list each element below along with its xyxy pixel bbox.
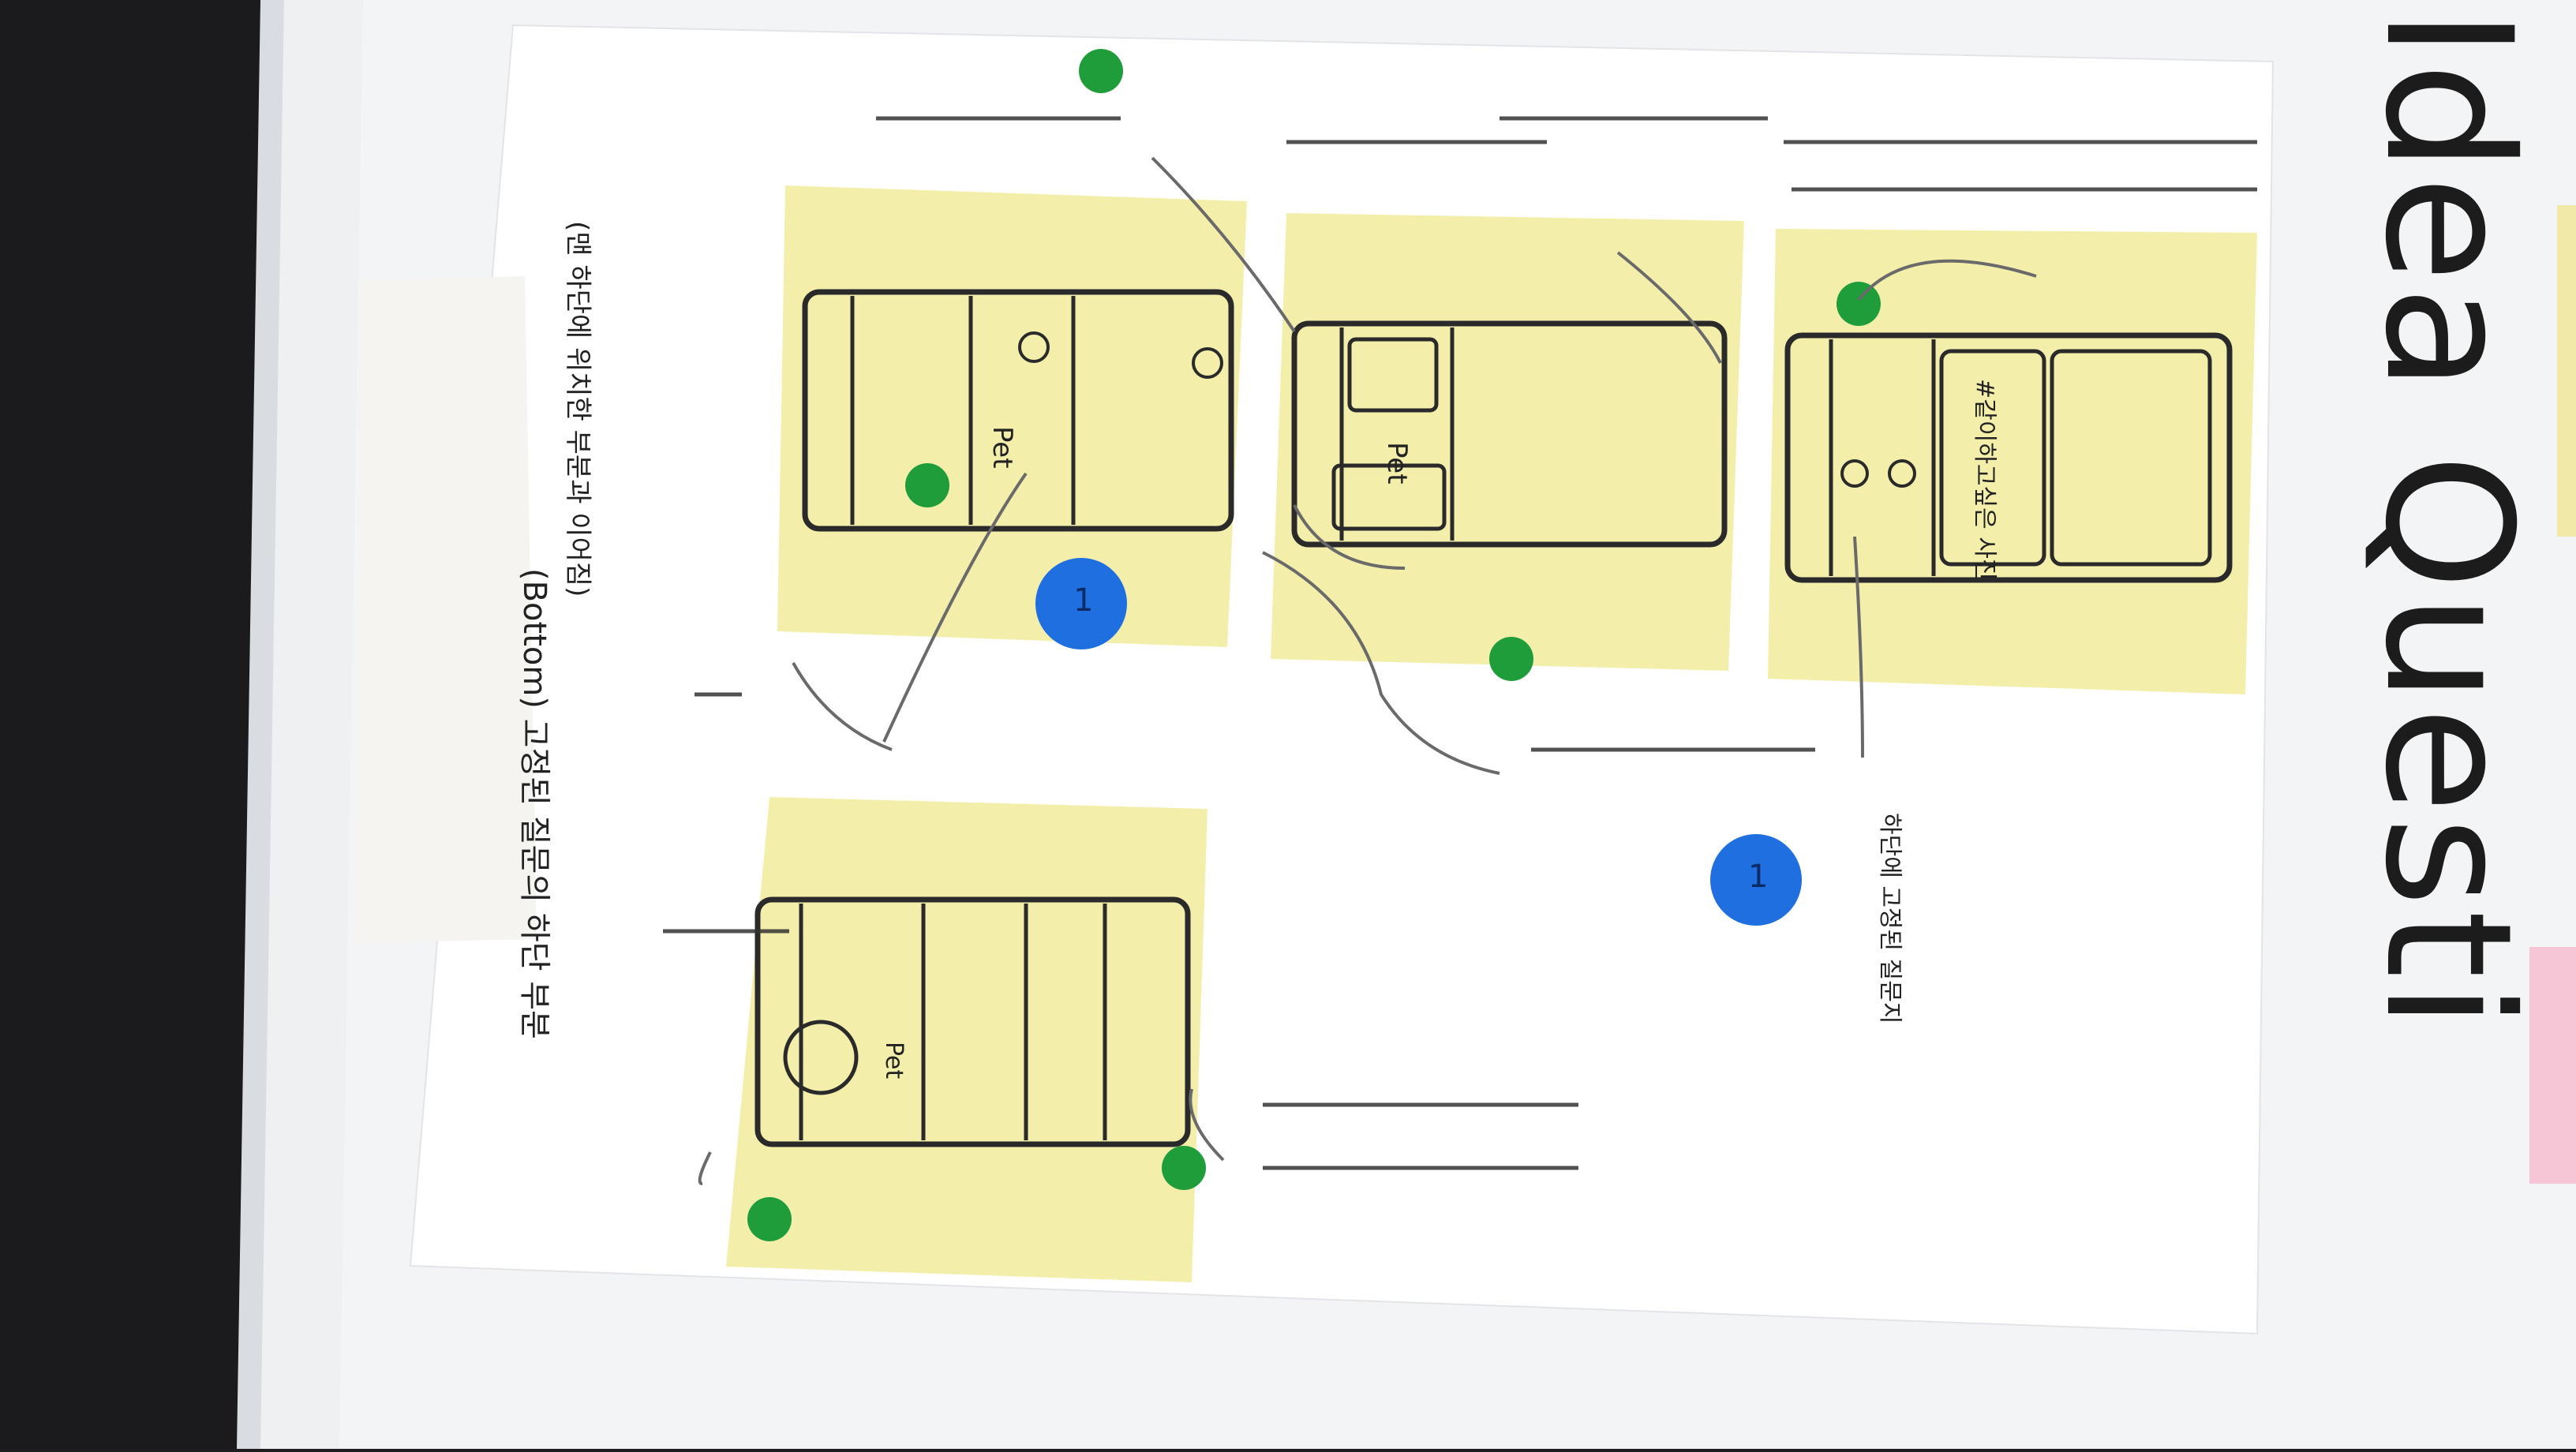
green-dot <box>747 1197 792 1241</box>
blue-dot <box>1710 834 1802 926</box>
green-dot <box>1837 282 1881 326</box>
board-heading: Idea Questi <box>2347 8 2549 1033</box>
sticky-note-1 <box>1768 229 2257 694</box>
vote-count: 1 <box>1748 859 1769 895</box>
arrow-annotations <box>698 156 2037 1185</box>
green-dot <box>1162 1146 1206 1190</box>
green-dot <box>1079 49 1123 93</box>
sticky-note-2 <box>1271 213 1744 671</box>
sticky-title: Pet <box>987 426 1018 469</box>
pink-note <box>2529 947 2576 1184</box>
green-dot <box>905 463 949 507</box>
masking-tape <box>355 276 537 943</box>
sticky-title: Pet <box>1381 442 1413 485</box>
sticky-note-4 <box>726 797 1208 1282</box>
handwritten-note: (맨 하단에 위치한 부분과 이어짐) <box>562 221 593 597</box>
vote-count: 1 <box>1073 582 1094 619</box>
sticky-title: Pet <box>880 1042 908 1080</box>
handwritten-notes <box>663 116 2257 1170</box>
handwritten-note: (Bottom) 고정된 질문의 하단 부분 <box>516 568 552 1039</box>
sticky-title: #같이하고싶은 사진 <box>1971 379 1998 581</box>
green-dot <box>1489 637 1533 681</box>
handwritten-note: 하단에 고정된 질문지 <box>1876 813 1904 1024</box>
sticky-note-3 <box>777 185 1247 647</box>
blue-dot <box>1035 558 1127 649</box>
